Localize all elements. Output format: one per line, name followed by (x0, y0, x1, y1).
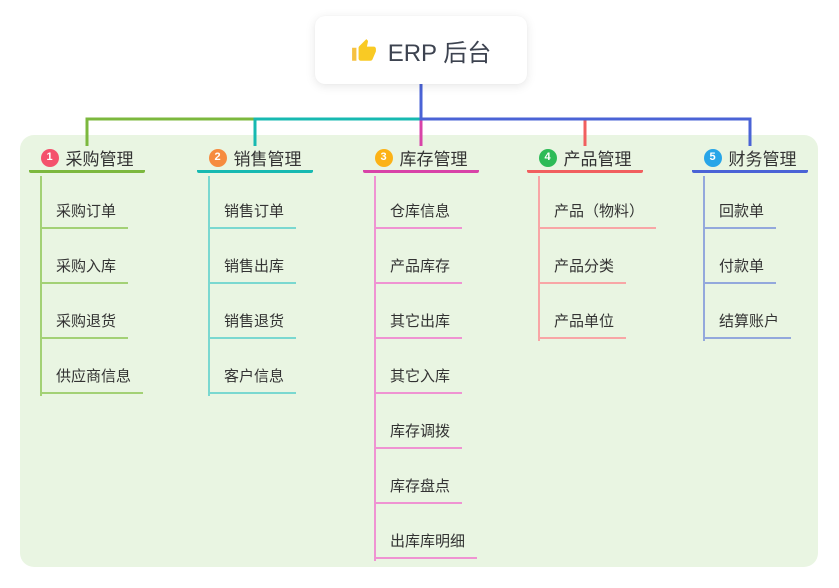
branch-title: 采购管理 (65, 150, 134, 169)
child-node[interactable]: 库存调拨 (374, 422, 463, 449)
child-node[interactable]: 付款单 (703, 257, 777, 284)
root-title: ERP 后台 (387, 39, 492, 67)
child-node[interactable]: 库存盘点 (374, 477, 463, 504)
child-node[interactable]: 销售出库 (208, 257, 297, 284)
child-node[interactable]: 出库库明细 (374, 532, 478, 559)
branch-title: 产品管理 (563, 150, 632, 169)
child-node[interactable]: 产品单位 (538, 312, 627, 339)
branch-heading[interactable]: 5 财务管理 (692, 145, 808, 173)
thumbs-up-icon (351, 39, 376, 61)
child-node[interactable]: 产品库存 (374, 257, 463, 284)
branch-number-badge: 3 (374, 148, 393, 167)
branch-heading[interactable]: 4 产品管理 (527, 145, 643, 173)
child-node[interactable]: 仓库信息 (374, 202, 463, 229)
child-node[interactable]: 其它入库 (374, 367, 463, 394)
child-node[interactable]: 采购入库 (40, 257, 129, 284)
root-node[interactable]: ERP 后台 (315, 16, 527, 84)
child-node[interactable]: 其它出库 (374, 312, 463, 339)
branch-title: 库存管理 (399, 150, 468, 169)
branch-child-connector (208, 176, 210, 396)
child-node[interactable]: 回款单 (703, 202, 777, 229)
branch-title: 销售管理 (233, 150, 302, 169)
child-node[interactable]: 产品（物料） (538, 202, 657, 229)
child-node[interactable]: 销售订单 (208, 202, 297, 229)
branch-child-connector (703, 176, 705, 341)
child-node[interactable]: 供应商信息 (40, 367, 144, 394)
branch-number-badge: 2 (208, 148, 227, 167)
branch-heading[interactable]: 2 销售管理 (197, 145, 313, 173)
branch-heading[interactable]: 1 采购管理 (29, 145, 145, 173)
child-node[interactable]: 采购订单 (40, 202, 129, 229)
child-node[interactable]: 采购退货 (40, 312, 129, 339)
branch-title: 财务管理 (728, 150, 797, 169)
branch-number-badge: 4 (538, 148, 557, 167)
child-node[interactable]: 客户信息 (208, 367, 297, 394)
branch-heading[interactable]: 3 库存管理 (363, 145, 479, 173)
branch-number-badge: 1 (40, 148, 59, 167)
branch-child-connector (538, 176, 540, 341)
child-node[interactable]: 产品分类 (538, 257, 627, 284)
child-node[interactable]: 结算账户 (703, 312, 792, 339)
branch-number-badge: 5 (703, 148, 722, 167)
branch-child-connector (374, 176, 376, 561)
branch-child-connector (40, 176, 42, 396)
child-node[interactable]: 销售退货 (208, 312, 297, 339)
branches-panel (20, 135, 818, 567)
